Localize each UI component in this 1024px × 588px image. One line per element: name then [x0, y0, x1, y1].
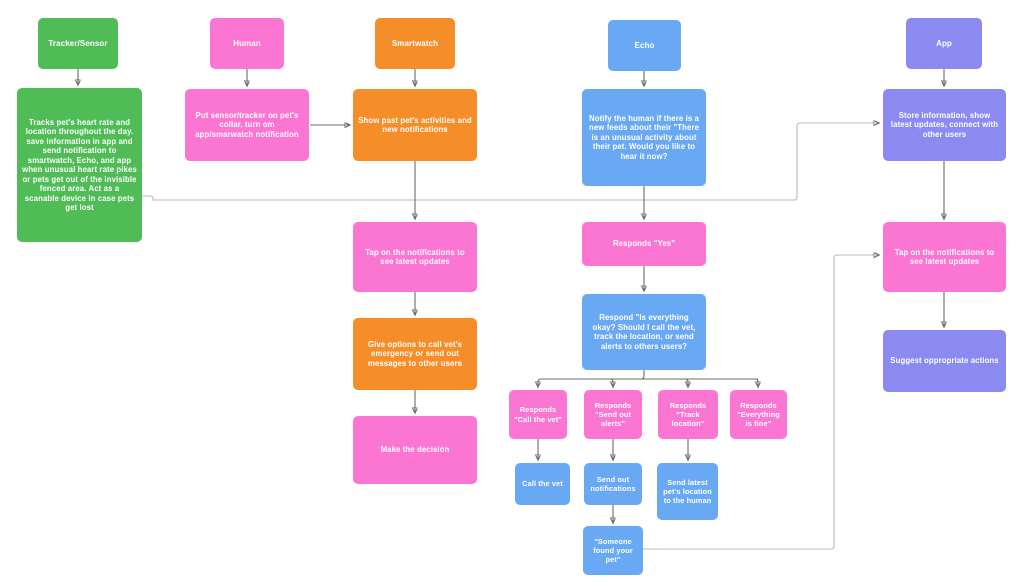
- node-app-suggest-actions[interactable]: Suggest oppropriate actions: [883, 330, 1006, 392]
- node-action-send-notifications[interactable]: Send out notifications: [584, 463, 642, 505]
- edge-question-to-everything-fine: [644, 378, 758, 387]
- node-echo-responds-yes[interactable]: Responds "Yes": [582, 222, 706, 266]
- node-action-send-location[interactable]: Send latest pet's location to the human: [657, 463, 718, 520]
- node-app-store-information[interactable]: Store information, show latest updates, …: [883, 89, 1006, 161]
- node-echo-notify-human[interactable]: Notify the human if there is a new feeds…: [582, 89, 706, 186]
- node-responds-send-alerts[interactable]: Responds "Send out alerts": [584, 390, 642, 439]
- edge-question-to-track-location: [644, 378, 688, 387]
- edge-question-to-send-alerts: [610, 378, 644, 387]
- node-responds-track-location[interactable]: Responds "Track location": [658, 390, 718, 439]
- lane-header-smartwatch[interactable]: Smartwatch: [375, 18, 455, 69]
- node-tracker-capabilities[interactable]: Tracks pet's heart rate and location thr…: [17, 88, 142, 242]
- node-smartwatch-give-options[interactable]: Give options to call vet's emergency or …: [353, 318, 477, 390]
- node-smartwatch-make-decision[interactable]: Make the decision: [353, 416, 477, 484]
- node-echo-respond-question[interactable]: Respond "Is everything okay? Should I ca…: [582, 294, 706, 370]
- node-smartwatch-show-activities[interactable]: Show past pet's activities and new notif…: [353, 89, 477, 161]
- node-responds-everything-fine[interactable]: Responds "Everything is fine": [730, 390, 787, 439]
- edge-question-branch-bus: [538, 370, 645, 387]
- lane-header-echo[interactable]: Echo: [608, 20, 681, 71]
- node-responds-call-vet[interactable]: Responds "Call the vet": [509, 390, 567, 439]
- node-someone-found-pet[interactable]: "Someone found your pet": [583, 526, 643, 575]
- node-smartwatch-tap-notifications[interactable]: Tap on the notifications to see latest u…: [353, 222, 477, 292]
- node-action-call-vet[interactable]: Call the vet: [515, 463, 570, 505]
- lane-header-tracker-sensor[interactable]: Tracker/Sensor: [38, 18, 118, 69]
- node-app-tap-notifications[interactable]: Tap on the notifications to see latest u…: [883, 222, 1006, 292]
- lane-header-human[interactable]: Human: [210, 18, 284, 69]
- node-human-setup[interactable]: Put sensor/tracker on pet's collar, turn…: [185, 89, 309, 161]
- lane-header-app[interactable]: App: [906, 18, 982, 69]
